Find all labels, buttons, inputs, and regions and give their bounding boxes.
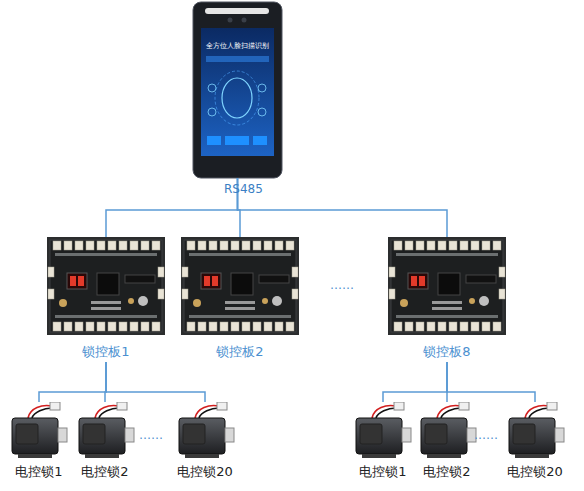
bus-wire bbox=[106, 362, 205, 402]
node-caption: 电控锁20 bbox=[500, 463, 570, 481]
terminal-node: 全方位人脸扫描识别 bbox=[193, 2, 282, 178]
board-node: 锁控板8 bbox=[388, 237, 506, 362]
lock-node: 电控锁1 bbox=[352, 402, 414, 482]
node-caption: 电控锁1 bbox=[8, 463, 70, 481]
node-caption: 电控锁2 bbox=[74, 463, 136, 481]
board-picture bbox=[181, 237, 299, 335]
lock-picture bbox=[356, 402, 411, 458]
lock-node: 电控锁2 bbox=[74, 402, 136, 482]
ellipsis: …… bbox=[330, 278, 354, 292]
lock-picture bbox=[509, 402, 564, 458]
bus-wire bbox=[383, 362, 447, 402]
ellipsis: …… bbox=[474, 428, 498, 442]
lock-node: 电控锁20 bbox=[500, 402, 570, 482]
face-terminal bbox=[193, 2, 282, 178]
node-caption: 锁控板2 bbox=[181, 343, 299, 361]
lock-node: 电控锁20 bbox=[170, 402, 240, 482]
node-caption: 锁控板8 bbox=[388, 343, 506, 361]
node-caption: 电控锁1 bbox=[352, 463, 414, 481]
board-node: 锁控板1 bbox=[47, 237, 165, 362]
bus-wire bbox=[39, 362, 106, 402]
lock-picture bbox=[79, 402, 134, 458]
bus-label: RS485 bbox=[224, 182, 263, 196]
bus-wire bbox=[106, 178, 238, 237]
board-picture bbox=[388, 237, 506, 335]
node-caption: 锁控板1 bbox=[47, 343, 165, 361]
lock-picture bbox=[12, 402, 67, 458]
lock-node: 电控锁1 bbox=[8, 402, 70, 482]
lock-picture bbox=[179, 402, 234, 458]
node-caption: 电控锁20 bbox=[170, 463, 240, 481]
ellipsis: …… bbox=[139, 428, 163, 442]
screen-title: 全方位人脸扫描识别 bbox=[193, 42, 282, 51]
bus-wire bbox=[238, 178, 448, 237]
bus-wire bbox=[105, 362, 106, 402]
bus-wire bbox=[447, 362, 535, 402]
lock-picture bbox=[421, 402, 476, 458]
node-caption: 电控锁2 bbox=[416, 463, 478, 481]
bus-wire bbox=[446, 362, 448, 402]
board-picture bbox=[47, 237, 165, 335]
lock-node: 电控锁2 bbox=[416, 402, 478, 482]
board-node: 锁控板2 bbox=[181, 237, 299, 362]
